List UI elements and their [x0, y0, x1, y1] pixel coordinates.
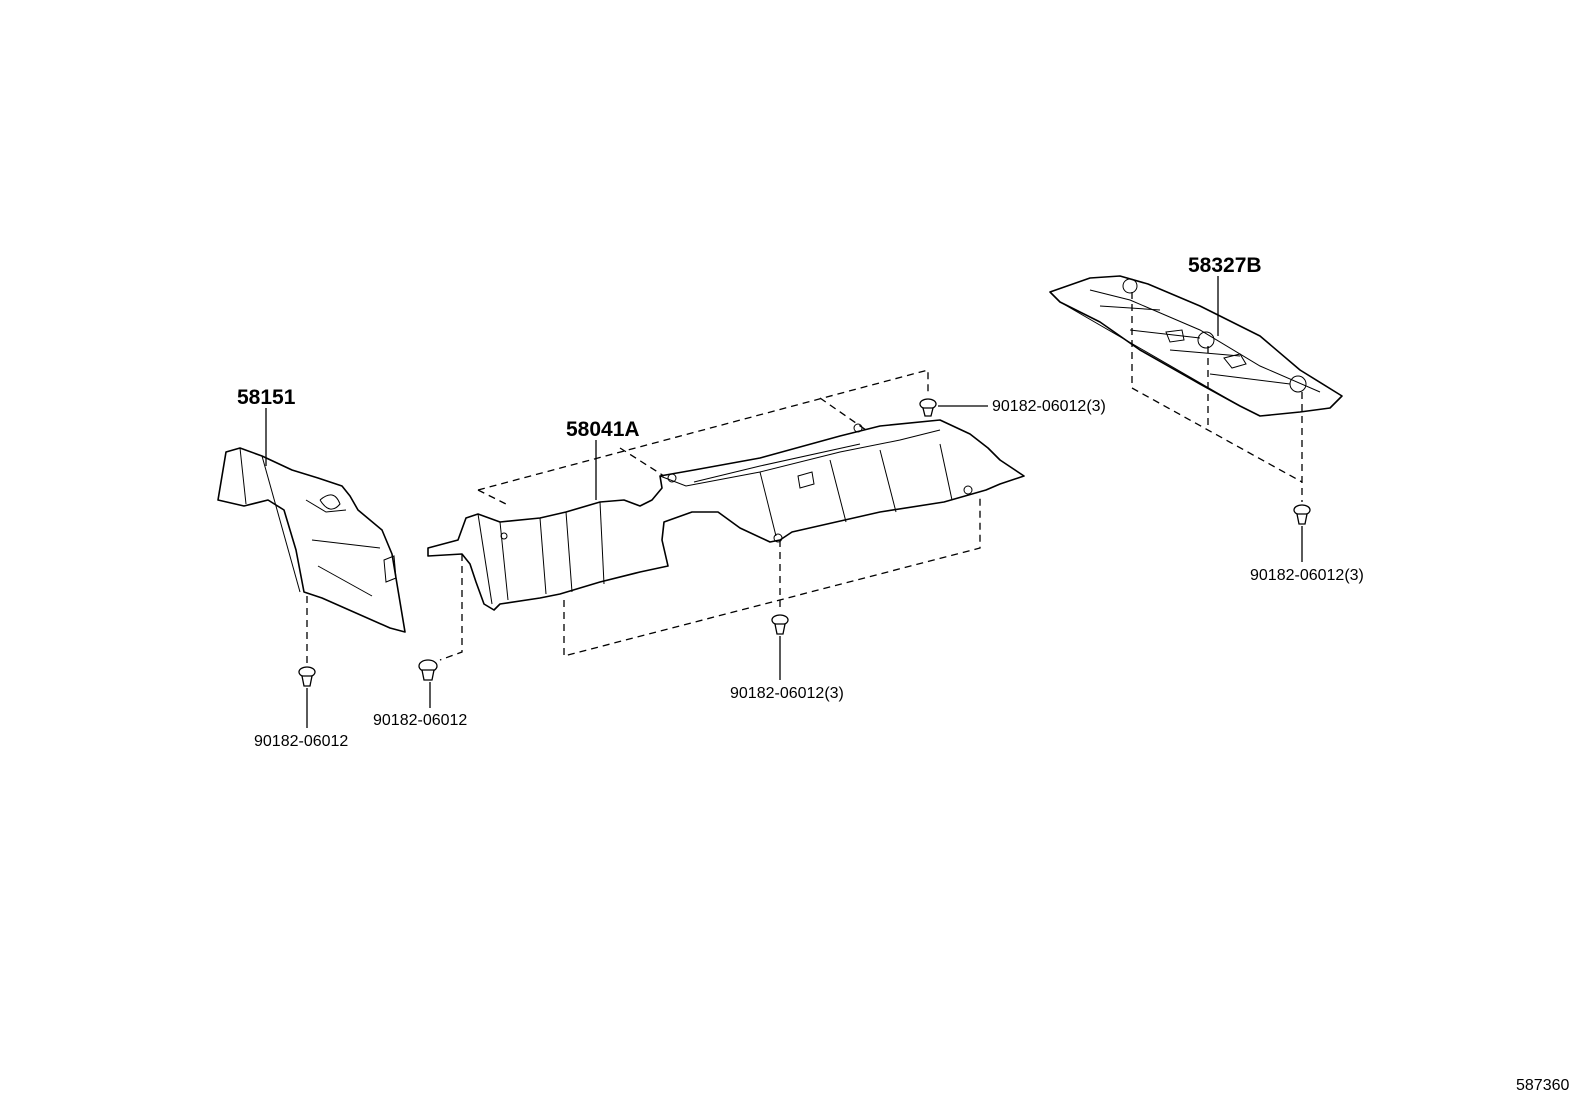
part-number-58327B: 58327B: [1188, 254, 1262, 277]
clip-icon[interactable]: [1293, 504, 1311, 525]
dashed-frame-left: [477, 489, 511, 507]
clip-icon[interactable]: [771, 614, 789, 635]
shield-58151[interactable]: [217, 447, 406, 633]
clip-icon[interactable]: [418, 659, 438, 681]
dashed-frame-right-top: [819, 397, 867, 431]
part-number-58041A: 58041A: [566, 418, 640, 441]
dashed-guide-left-inner: [439, 554, 463, 661]
dashed-frame-mid: [619, 447, 665, 477]
clip-icon[interactable]: [919, 398, 937, 417]
clip-icon[interactable]: [298, 666, 316, 687]
part-number-58151: 58151: [237, 386, 296, 409]
dashed-frame-top: [477, 369, 929, 491]
shield-58041A[interactable]: [427, 419, 1025, 611]
shield-58327B[interactable]: [1049, 275, 1343, 417]
dashed-guide-58327B-left: [1131, 292, 1303, 483]
clip-number-bottom-center: 90182-06012(3): [730, 685, 844, 702]
clip-number-left-inner: 90182-06012: [373, 712, 467, 729]
dashed-frame-bottom: [563, 494, 981, 657]
illustration-id: 587360: [1516, 1077, 1569, 1094]
clip-number-right: 90182-06012(3): [1250, 567, 1364, 584]
clip-number-left-outer: 90182-06012: [254, 733, 348, 750]
clip-number-top-center: 90182-06012(3): [992, 398, 1106, 415]
